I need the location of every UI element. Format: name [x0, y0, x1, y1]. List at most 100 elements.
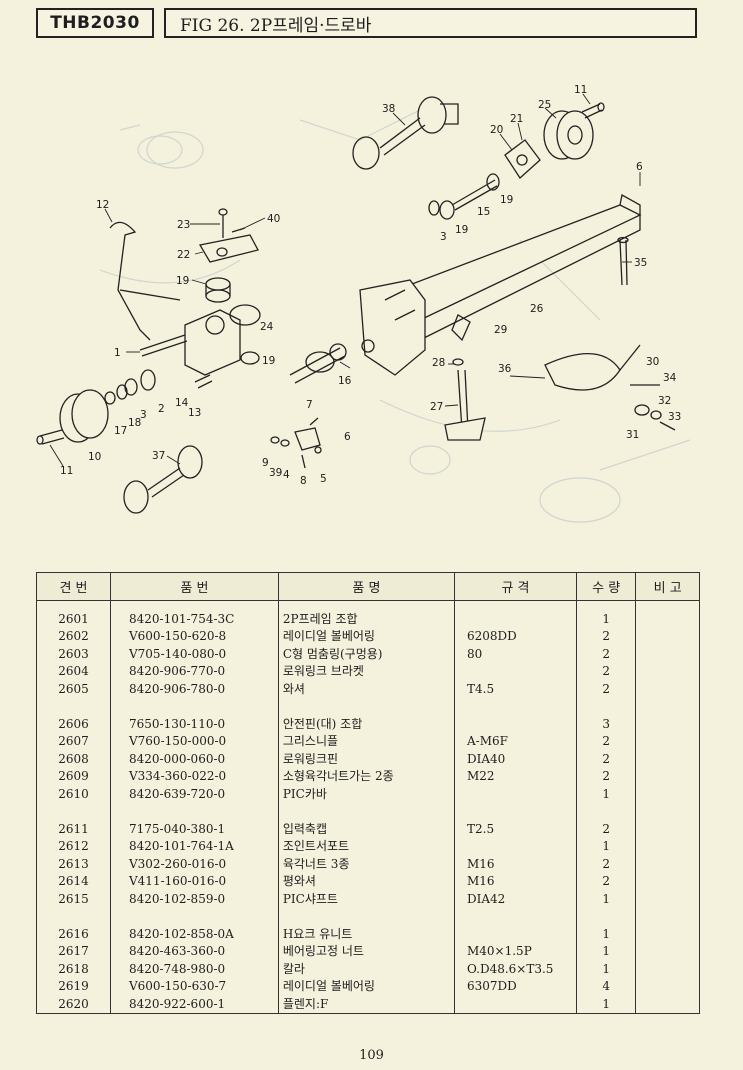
- quantity-cell: 2: [575, 768, 637, 786]
- part-code-cell: 8420-906-770-0: [110, 663, 279, 681]
- callout-label: 32: [658, 395, 671, 407]
- model-code-box: THB2030: [36, 8, 154, 38]
- part-code-cell: 8420-748-980-0: [110, 960, 279, 978]
- part-code-cell: 8420-463-360-0: [110, 943, 279, 961]
- group-spacer-row: [36, 908, 700, 926]
- callout-label: 24: [260, 321, 274, 333]
- part-name-cell: 2P프레임 조합: [277, 600, 456, 628]
- spec-cell: DIA42: [454, 890, 577, 908]
- part-number-cell: 2605: [36, 680, 111, 698]
- quantity-cell: 2: [575, 628, 637, 646]
- quantity-cell: 2: [575, 750, 637, 768]
- part-number-cell: 2609: [36, 768, 111, 786]
- callout-labels: 38 25 11 21 20 6 19 15 3 19 12 23 40 22 …: [60, 84, 681, 487]
- part-name-cell: 로워링크 브라켓: [277, 663, 456, 681]
- part-code-cell: V600-150-620-8: [110, 628, 279, 646]
- remarks-cell: [635, 820, 700, 838]
- remarks-cell: [635, 960, 700, 978]
- leader-lines: [49, 93, 641, 467]
- quantity-cell: 1: [575, 600, 637, 628]
- remarks-cell: [635, 628, 700, 646]
- part-name-cell: 안전핀(대) 조합: [277, 715, 456, 733]
- part-code-cell: V760-150-000-0: [110, 733, 279, 751]
- part-code-cell: 8420-102-858-0A: [110, 925, 279, 943]
- part-name-cell: 조인트서포트: [277, 838, 456, 856]
- column-header: 수 량: [575, 572, 637, 601]
- callout-label: 34: [663, 372, 677, 384]
- quantity-cell: 4: [575, 978, 637, 996]
- remarks-cell: [635, 890, 700, 908]
- spec-cell: A-M6F: [454, 733, 577, 751]
- callout-label: 38: [382, 103, 395, 115]
- part-number-cell: 2604: [36, 663, 111, 681]
- quantity-cell: 2: [575, 855, 637, 873]
- callout-label: 19: [455, 224, 468, 236]
- part-name-cell: 레이디얼 볼베어링: [277, 978, 456, 996]
- spec-cell: [454, 715, 577, 733]
- part-name-cell: 칼라: [277, 960, 456, 978]
- part-name-cell: 평와셔: [277, 873, 456, 891]
- callout-label: 21: [510, 113, 523, 125]
- callout-label: 14: [175, 397, 189, 409]
- part-code-cell: 8420-639-720-0: [110, 785, 279, 803]
- part-number-cell: 2611: [36, 820, 111, 838]
- quantity-cell: 2: [575, 663, 637, 681]
- remarks-cell: [635, 600, 700, 628]
- part-number-cell: 2618: [36, 960, 111, 978]
- remarks-cell: [635, 733, 700, 751]
- quantity-cell: 1: [575, 960, 637, 978]
- quantity-cell: 1: [575, 995, 637, 1014]
- part-number-cell: 2607: [36, 733, 111, 751]
- part-code-cell: 8420-101-754-3C: [110, 600, 279, 628]
- part-number-cell: 2612: [36, 838, 111, 856]
- part-name-cell: C형 멈춤링(구멍용): [277, 645, 456, 663]
- callout-label: 1: [114, 347, 121, 359]
- callout-label: 9: [262, 457, 269, 469]
- callout-label: 26: [530, 303, 544, 315]
- remarks-cell: [635, 978, 700, 996]
- part-number-cell: 2619: [36, 978, 111, 996]
- callout-label: 15: [477, 206, 490, 218]
- part-name-cell: 육각너트 3종: [277, 855, 456, 873]
- spec-cell: O.D48.6×T3.5: [454, 960, 577, 978]
- callout-label: 6: [636, 161, 643, 173]
- table-header-row: 견 번 품 번 품 명 규 격 수 량 비 고: [36, 572, 700, 601]
- spec-cell: M22: [454, 768, 577, 786]
- spec-cell: [454, 600, 577, 628]
- callout-label: 23: [177, 219, 190, 231]
- spec-cell: M40×1.5P: [454, 943, 577, 961]
- part-code-cell: 8420-102-859-0: [110, 890, 279, 908]
- quantity-cell: 1: [575, 943, 637, 961]
- column-header: 품 명: [277, 572, 456, 601]
- remarks-cell: [635, 715, 700, 733]
- part-code-cell: V705-140-080-0: [110, 645, 279, 663]
- spec-cell: T4.5: [454, 680, 577, 698]
- callout-label: 6: [344, 431, 351, 443]
- spec-cell: [454, 838, 577, 856]
- part-number-cell: 2617: [36, 943, 111, 961]
- part-number-cell: 2614: [36, 873, 111, 891]
- remarks-cell: [635, 750, 700, 768]
- part-name-cell: PIC카바: [277, 785, 456, 803]
- model-code: THB2030: [50, 13, 140, 33]
- part-code-cell: V411-160-016-0: [110, 873, 279, 891]
- spec-cell: 6208DD: [454, 628, 577, 646]
- part-number-cell: 2608: [36, 750, 111, 768]
- callout-label: 13: [188, 407, 201, 419]
- quantity-cell: 2: [575, 645, 637, 663]
- spec-cell: 80: [454, 645, 577, 663]
- quantity-cell: 2: [575, 680, 637, 698]
- part-name-cell: 그리스니플: [277, 733, 456, 751]
- remarks-cell: [635, 838, 700, 856]
- callout-label: 22: [177, 249, 190, 261]
- callout-label: 18: [128, 417, 141, 429]
